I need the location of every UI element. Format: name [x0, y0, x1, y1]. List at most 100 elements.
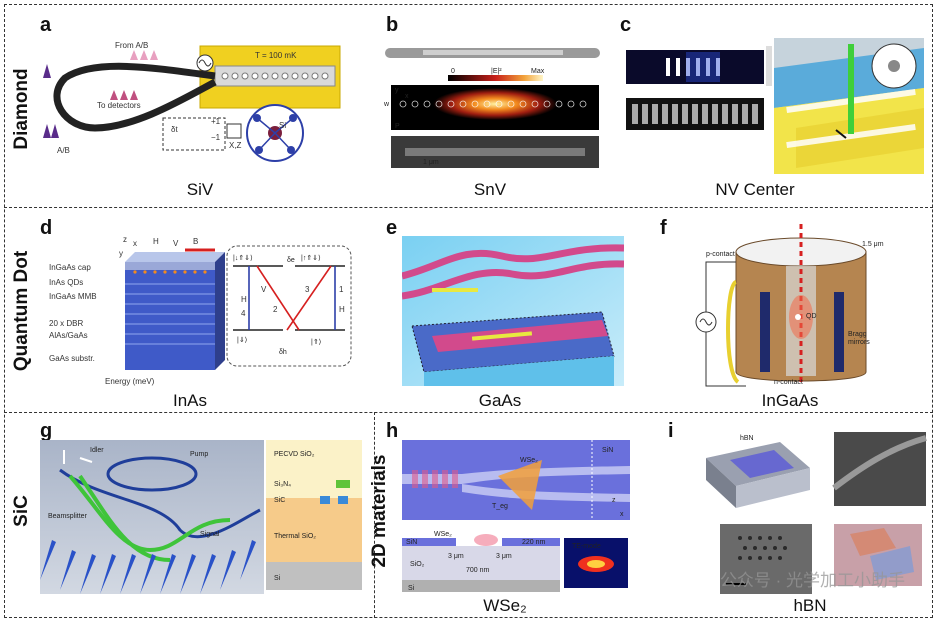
svg-text:T_eg: T_eg	[492, 503, 508, 510]
svg-text:700 nm: 700 nm	[466, 567, 490, 574]
svg-text:PECVD SiO₂: PECVD SiO₂	[274, 451, 315, 458]
svg-text:WSe₂: WSe₂	[434, 531, 452, 538]
panel-letter-c: c	[620, 14, 632, 36]
row-label-2d-materials: 2D materials	[369, 454, 390, 568]
svg-text:1 μm: 1 μm	[423, 159, 439, 166]
svg-text:TE-mode: TE-mode	[572, 543, 601, 550]
svg-text:H: H	[339, 305, 345, 314]
caption-siv: SiV	[186, 180, 214, 199]
svg-text:w: w	[383, 101, 390, 108]
svg-text:|⇓⟩: |⇓⟩	[237, 336, 248, 344]
svg-text:220 nm: 220 nm	[522, 539, 546, 546]
caption-hbn: hBN	[793, 596, 827, 615]
panel-f-ingaas: p-contact n-contact Bragg mirrors 1.5 μm…	[686, 222, 890, 388]
panel-letter-h: h	[386, 420, 399, 442]
svg-text:+1: +1	[211, 117, 221, 126]
svg-text:To detectors: To detectors	[97, 101, 141, 110]
panel-c-nv-center: |E|²	[626, 38, 926, 174]
svg-text:T = 100 mK: T = 100 mK	[255, 51, 297, 60]
svg-text:SiO₂: SiO₂	[410, 561, 425, 568]
svg-text:z: z	[612, 497, 616, 504]
svg-text:AlAs/GaAs: AlAs/GaAs	[49, 331, 88, 340]
panel-e-gaas	[402, 236, 624, 386]
svg-text:4: 4	[241, 309, 246, 318]
svg-text:SiN: SiN	[602, 447, 613, 454]
svg-text:p-contact: p-contact	[706, 251, 735, 258]
svg-text:Si: Si	[408, 585, 415, 592]
svg-text:Si: Si	[279, 121, 286, 130]
panel-a-siv: From A/B To detectors A/B T = 100 mK Si …	[35, 38, 353, 178]
svg-text:δe: δe	[287, 257, 295, 264]
panel-d-inas: InGaAs cap InAs QDs InGaAs MMB 20 x DBR …	[35, 232, 355, 388]
caption-snv: SnV	[473, 180, 507, 199]
row-label-diamond: Diamond	[11, 68, 32, 150]
svg-text:InGaAs cap: InGaAs cap	[49, 263, 91, 272]
panel-g-sic: Idler Pump Signal Beamsplitter	[40, 440, 264, 594]
svg-text:P: P	[395, 123, 400, 130]
svg-text:V: V	[261, 285, 267, 294]
panel-g-stack: PECVD SiO₂ Si₃N₄ SiC Thermal SiO₂ Si	[266, 440, 362, 590]
panel-letter-d: d	[40, 217, 53, 239]
svg-text:Max: Max	[531, 68, 545, 75]
svg-text:Si₃N₄: Si₃N₄	[274, 481, 291, 488]
svg-text:−1: −1	[211, 133, 221, 142]
svg-text:Idler: Idler	[90, 447, 104, 454]
svg-text:x: x	[405, 93, 409, 100]
svg-text:H: H	[241, 295, 247, 304]
svg-text:GaAs substr.: GaAs substr.	[49, 354, 95, 363]
svg-text:x: x	[133, 239, 137, 248]
svg-text:SiC: SiC	[274, 497, 285, 504]
svg-text:A/B: A/B	[57, 146, 70, 155]
svg-text:|E|²: |E|²	[491, 68, 502, 75]
svg-text:Pump: Pump	[190, 451, 208, 458]
svg-text:Bragg: Bragg	[848, 331, 867, 338]
panel-h-wse2: WSe₂ SiN T_eg z x SiN WSe₂ 220 nm SiO₂ 3…	[402, 440, 630, 592]
svg-text:3: 3	[305, 285, 310, 294]
panel-letter-e: e	[386, 217, 398, 239]
caption-nv-center: NV Center	[715, 180, 795, 199]
svg-text:Beamsplitter: Beamsplitter	[48, 513, 88, 520]
svg-text:|↓⇑⇓⟩: |↓⇑⇓⟩	[233, 254, 253, 262]
svg-text:3 μm: 3 μm	[448, 553, 464, 560]
svg-text:B: B	[193, 237, 198, 246]
svg-text:y: y	[395, 87, 399, 94]
svg-text:δh: δh	[279, 349, 287, 356]
caption-gaas: GaAs	[478, 391, 522, 410]
row-divider-2	[4, 412, 933, 413]
panel-letter-g: g	[40, 420, 53, 442]
svg-text:From A/B: From A/B	[115, 41, 148, 50]
svg-text:Thermal SiO₂: Thermal SiO₂	[274, 533, 316, 540]
svg-text:|↑⇑⇓⟩: |↑⇑⇓⟩	[301, 254, 321, 262]
svg-text:X,Z: X,Z	[229, 141, 242, 150]
panel-b-snv: 0 |E|² Max w P y x 1 μm	[383, 40, 605, 172]
caption-ingaas: InGaAs	[761, 391, 819, 410]
panel-i-hbn: hBN	[700, 428, 930, 594]
caption-wse2: WSe₂	[483, 596, 527, 615]
svg-text:WSe₂: WSe₂	[520, 457, 538, 464]
row-label-quantum-dot: Quantum Dot	[11, 250, 32, 372]
svg-text:Si: Si	[274, 575, 281, 582]
svg-text:QD: QD	[806, 313, 817, 320]
svg-text:2: 2	[273, 305, 278, 314]
row-label-sic: SiC	[11, 495, 32, 527]
svg-text:InAs QDs: InAs QDs	[49, 278, 83, 287]
svg-text:V: V	[173, 239, 179, 248]
svg-text:1.5 μm: 1.5 μm	[862, 241, 884, 248]
caption-inas: InAs	[172, 391, 208, 410]
row-divider-1	[4, 207, 933, 208]
svg-text:x: x	[620, 511, 624, 518]
svg-text:InGaAs MMB: InGaAs MMB	[49, 292, 97, 301]
col-divider	[374, 412, 375, 618]
svg-text:H: H	[153, 237, 159, 246]
panel-letter-a: a	[40, 14, 52, 36]
svg-text:δt: δt	[171, 125, 178, 134]
svg-text:n-contact: n-contact	[774, 379, 803, 386]
panel-letter-f: f	[660, 217, 667, 239]
watermark: 公众号 · 光学加工小助手	[719, 571, 905, 590]
svg-text:SiN: SiN	[406, 539, 417, 546]
svg-text:z: z	[123, 235, 127, 244]
panel-letter-i: i	[668, 420, 674, 442]
svg-text:y: y	[119, 249, 123, 258]
svg-text:3 μm: 3 μm	[496, 553, 512, 560]
figure-frame	[4, 4, 933, 618]
